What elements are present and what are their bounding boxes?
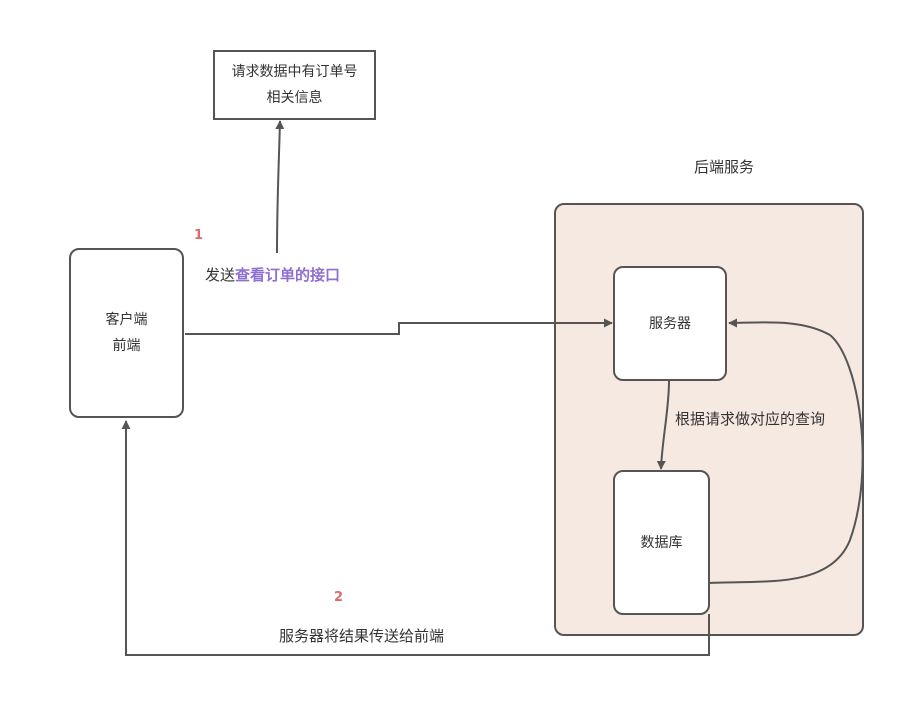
request-note-line1: 请求数据中有订单号 — [231, 64, 358, 80]
arrow-client-to-request-note — [275, 120, 285, 254]
client-label-line1: 客户端 — [105, 312, 148, 328]
database-box: 数据库 — [613, 470, 710, 615]
arrow-client-to-server — [185, 318, 613, 335]
arrow-database-to-client — [121, 420, 710, 656]
step-2-label: 服务器将结果传送给前端 — [279, 627, 445, 645]
arrow-server-to-database — [656, 380, 670, 470]
backend-group-title: 后端服务 — [694, 158, 755, 176]
step-1-label-prefix: 发送 — [205, 266, 236, 284]
database-label: 数据库 — [640, 534, 683, 551]
arrow-database-to-server — [708, 318, 864, 584]
server-label: 服务器 — [649, 315, 691, 332]
client-box: 客户端 前端 — [69, 248, 184, 418]
step-1-label: 发送查看订单的接口 — [205, 264, 340, 285]
server-box: 服务器 — [613, 266, 727, 381]
step-1-label-highlight: 查看订单的接口 — [235, 266, 341, 284]
request-note-line2: 相关信息 — [266, 90, 323, 106]
query-label: 根据请求做对应的查询 — [675, 410, 826, 428]
step-2-number: 2 — [334, 590, 344, 605]
request-note-box: 请求数据中有订单号 相关信息 — [213, 50, 376, 120]
step-1-number: 1 — [194, 228, 204, 243]
client-label-line2: 前端 — [112, 338, 141, 354]
